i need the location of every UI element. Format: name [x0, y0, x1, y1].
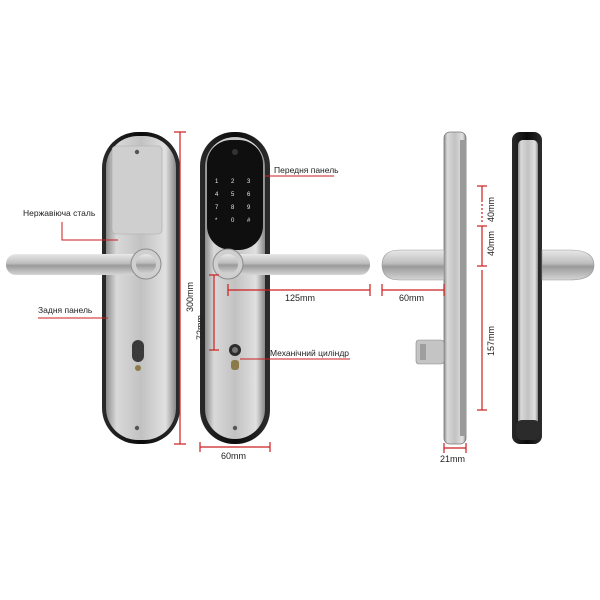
- front-handle: [212, 248, 370, 280]
- dim-side-handle-depth-label: 60mm: [399, 293, 424, 303]
- dim-top-spacing: 40mm: [477, 185, 496, 222]
- keypad-key: 4: [215, 192, 219, 198]
- keypad-key: 9: [247, 205, 251, 211]
- dim-second-spacing-label: 40mm: [486, 231, 496, 256]
- keypad: 1 2 3 4 5 6 7 8 9 * 0 #: [215, 179, 251, 224]
- callout-stainless-steel: Нержавіюча сталь: [23, 208, 118, 241]
- label-front-panel: Передня панель: [274, 165, 339, 175]
- keypad-key: 1: [215, 179, 219, 185]
- callout-front-panel: Передня панель: [265, 165, 339, 177]
- label-back-panel: Задня панель: [38, 305, 93, 315]
- dim-second-spacing: 40mm: [477, 225, 496, 267]
- keypad-key: 3: [247, 179, 251, 185]
- keypad-key: 6: [247, 192, 251, 198]
- keypad-key: 5: [231, 192, 235, 198]
- dim-handle-offset: 72mm: [195, 274, 219, 351]
- callout-back-panel: Задня панель: [38, 305, 108, 319]
- dim-top-spacing-label: 40mm: [486, 197, 496, 222]
- label-mechanical-cylinder: Механічний циліндр: [270, 348, 349, 358]
- side-view-back: [381, 131, 467, 445]
- dim-side-handle-depth: 60mm: [381, 284, 445, 303]
- front-panel: [200, 132, 270, 444]
- keypad-key: 0: [231, 218, 235, 224]
- back-panel: [102, 132, 180, 444]
- keypad-key: #: [247, 218, 251, 224]
- dim-handle-length: 125mm: [227, 284, 371, 303]
- label-stainless-steel: Нержавіюча сталь: [23, 208, 96, 218]
- callout-mechanical-cylinder: Механічний циліндр: [240, 348, 350, 360]
- dim-thickness-label: 21mm: [440, 454, 465, 464]
- keypad-key: 7: [215, 205, 219, 211]
- dim-height-total-label: 300mm: [185, 282, 195, 312]
- dim-width-front: 60mm: [199, 442, 271, 461]
- dim-lower-spacing-label: 157mm: [486, 326, 496, 356]
- keypad-key: 2: [231, 179, 235, 185]
- front-cylinder: [229, 344, 241, 370]
- side-view-front: [512, 132, 595, 444]
- dim-handle-offset-label: 72mm: [195, 315, 205, 340]
- keypad-key: 8: [231, 205, 235, 211]
- back-handle: [6, 248, 162, 280]
- dim-thickness: 21mm: [440, 443, 467, 464]
- dim-handle-length-label: 125mm: [285, 293, 315, 303]
- dim-lower-spacing: 157mm: [477, 270, 496, 411]
- dim-height-total: 300mm: [174, 131, 195, 445]
- dim-width-front-label: 60mm: [221, 451, 246, 461]
- keypad-key: *: [215, 218, 218, 224]
